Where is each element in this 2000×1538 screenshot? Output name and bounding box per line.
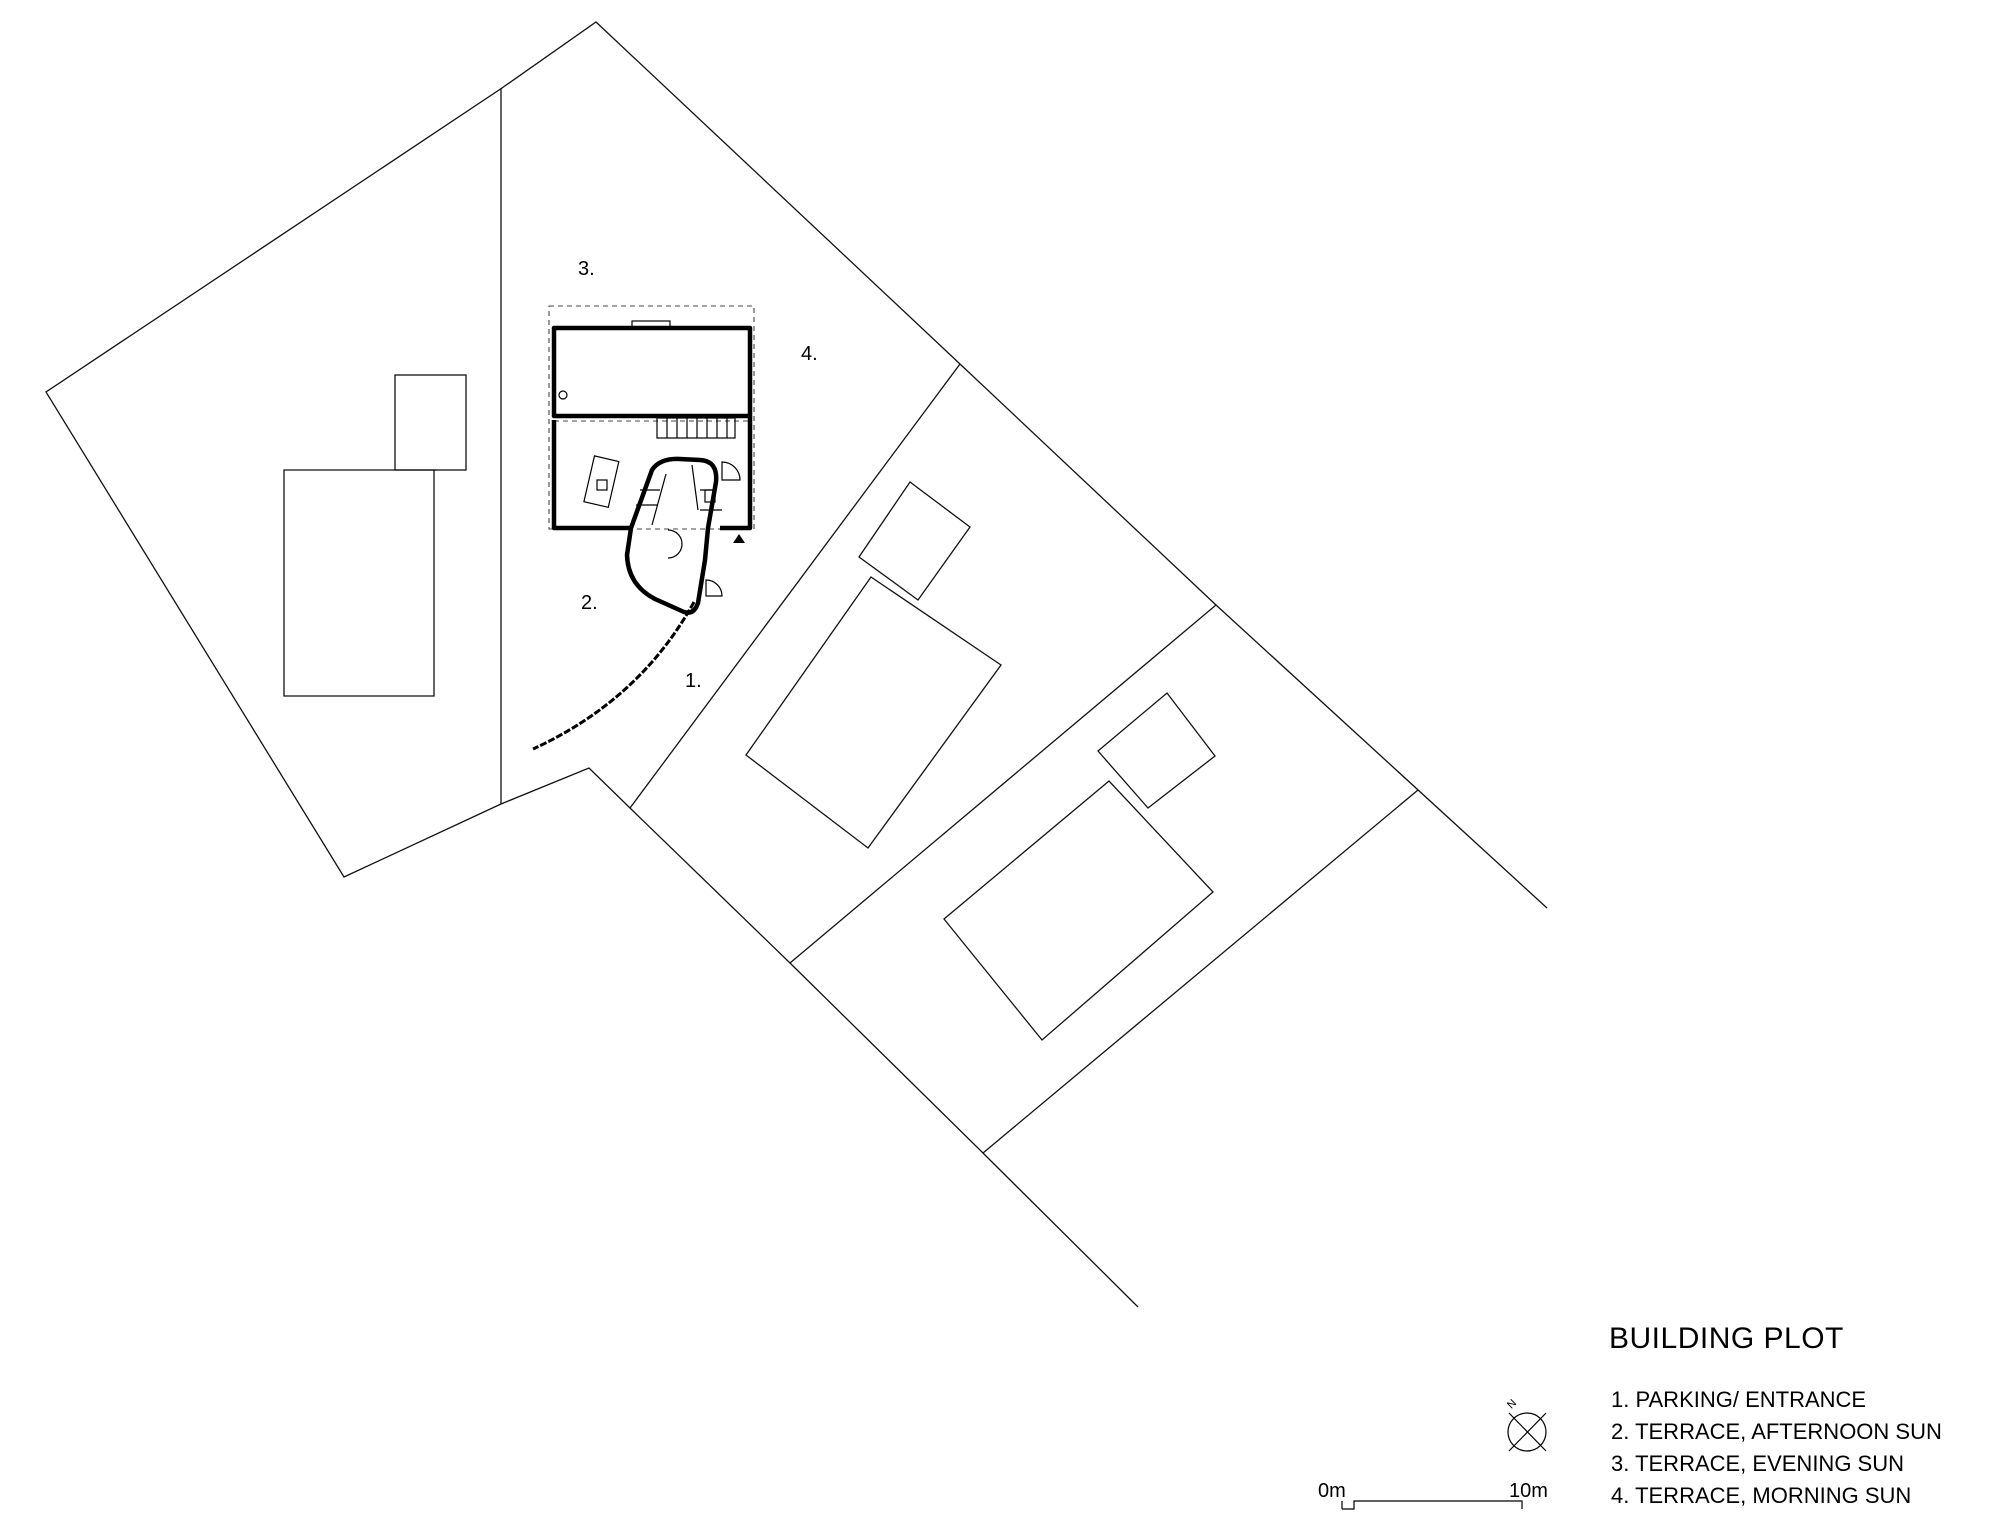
wc-fixture xyxy=(704,489,716,503)
terrace-outline xyxy=(548,305,755,530)
zone-marker-4: 4. xyxy=(801,343,818,365)
neighbour-buildings xyxy=(283,374,1216,1041)
door-swing-east xyxy=(721,461,741,481)
middle-garage xyxy=(858,481,971,601)
core-pod xyxy=(624,456,719,615)
zone-markers: 1. 2. 3. 4. xyxy=(578,258,818,692)
entrance-curve-wall xyxy=(532,601,696,751)
main-plot-boundary xyxy=(500,363,961,809)
scale-bar xyxy=(1341,1500,1523,1510)
road-edge-line xyxy=(982,1152,1139,1308)
legend-item-1: 1. PARKING/ ENTRANCE xyxy=(1611,1387,1867,1412)
living-room-wall xyxy=(551,420,630,531)
scale-bar-line xyxy=(1342,1500,1523,1510)
living-room-wall-east xyxy=(720,416,753,531)
house-plan xyxy=(532,305,755,751)
legend-item-3: 3. TERRACE, EVENING SUN xyxy=(1611,1451,1904,1476)
zone-marker-1: 1. xyxy=(685,670,702,692)
west-plot-boundary xyxy=(45,21,961,878)
shelf-dividers xyxy=(666,418,728,438)
middle-plot-boundary xyxy=(629,363,1217,964)
scale-start-label: 0m xyxy=(1318,1480,1346,1502)
south-house xyxy=(943,780,1214,1041)
legend-list: 1. PARKING/ ENTRANCE 2. TERRACE, AFTERNO… xyxy=(1611,1384,1942,1512)
legend-item-2: 2. TERRACE, AFTERNOON SUN xyxy=(1611,1419,1942,1444)
legend-title: BUILDING PLOT xyxy=(1609,1322,1844,1355)
upper-room xyxy=(551,325,753,419)
zone-marker-3: 3. xyxy=(578,258,595,280)
west-garage xyxy=(394,374,467,471)
island-hob xyxy=(596,479,608,491)
legend-item-4: 4. TERRACE, MORNING SUN xyxy=(1611,1483,1912,1508)
storage-shelves xyxy=(656,417,736,439)
door-swing-south xyxy=(705,579,723,597)
window-unit xyxy=(631,320,671,328)
door-swing-core xyxy=(667,529,683,559)
south-garage xyxy=(1097,692,1216,809)
north-arrow-letter: N xyxy=(1505,1397,1519,1411)
west-house xyxy=(283,469,436,697)
southern-plot-boundary xyxy=(789,789,1419,1154)
north-arrow-line-b xyxy=(1508,1412,1547,1452)
north-arrow-icon: N xyxy=(1505,1397,1547,1452)
zone-marker-2: 2. xyxy=(581,592,598,614)
kitchen-island xyxy=(583,455,620,509)
plot-boundaries xyxy=(45,21,1548,1308)
scale-end-label: 10m xyxy=(1509,1480,1548,1502)
south-plot-line xyxy=(1215,604,1548,909)
middle-house xyxy=(745,576,1002,849)
entrance-marker xyxy=(733,534,745,543)
fixture-circle xyxy=(558,390,568,400)
north-arrow-circle xyxy=(1507,1412,1547,1452)
